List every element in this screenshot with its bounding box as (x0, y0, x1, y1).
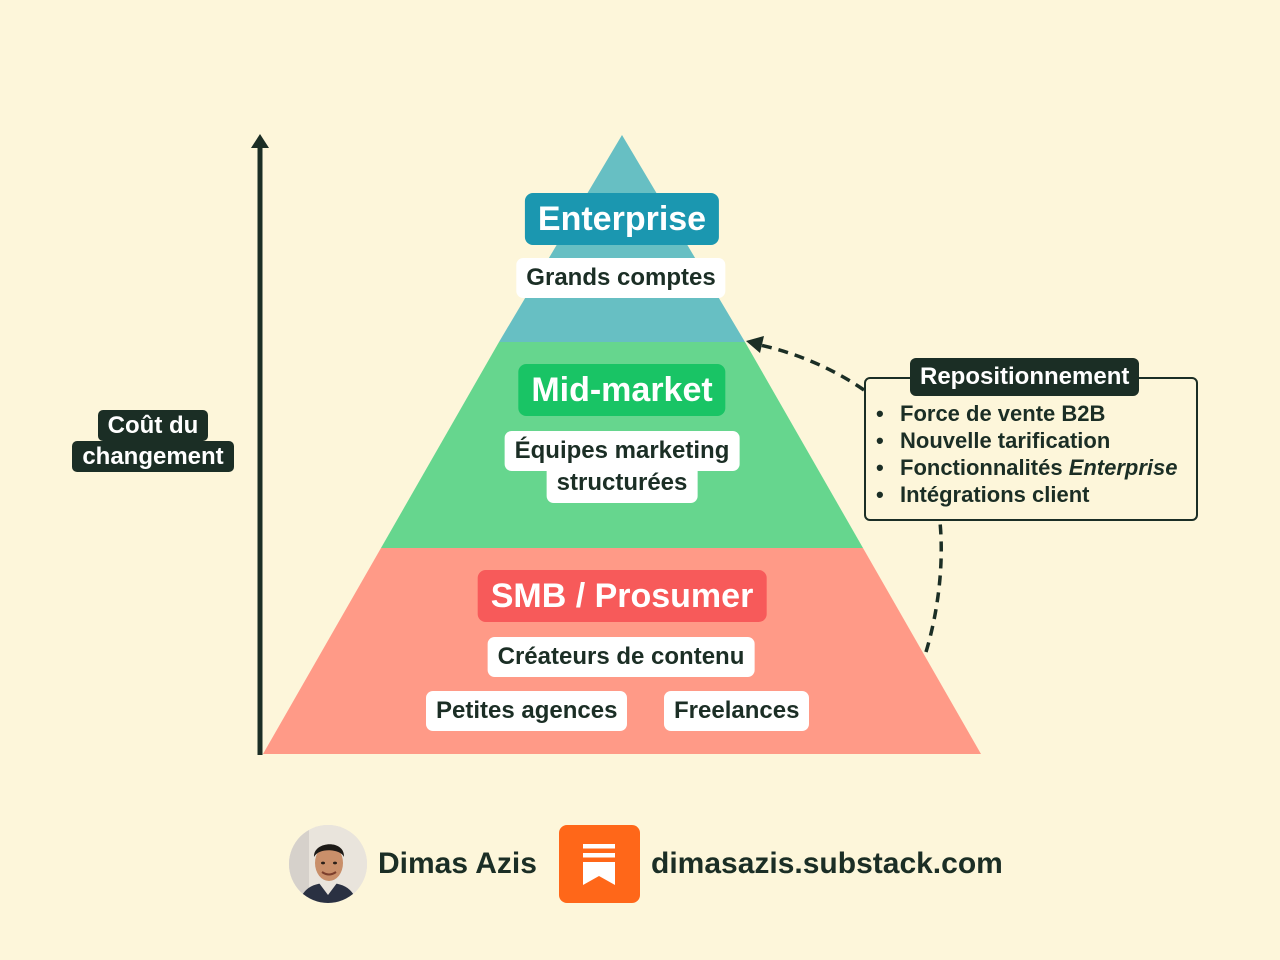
repositioning-path-upper (759, 343, 865, 392)
repositioning-item: •Nouvelle tarification (876, 428, 1111, 453)
author-name: Dimas Azis (378, 847, 537, 880)
mid-market-title: Mid-market (518, 364, 726, 416)
substack-site-link[interactable]: dimasazis.substack.com (651, 847, 1003, 880)
repositioning-list: •Force de vente B2B •Nouvelle tarificati… (876, 400, 1178, 508)
substack-logo-icon (559, 825, 640, 903)
smb-title: SMB / Prosumer (477, 570, 767, 622)
repositioning-title: Repositionnement (910, 358, 1140, 396)
arrow-head-icon (746, 336, 764, 353)
smb-item-petites-agences: Petites agences (426, 691, 628, 731)
enterprise-title: Enterprise (524, 193, 720, 245)
arrow-up-icon (251, 134, 269, 148)
repositioning-item: •Force de vente B2B (876, 401, 1106, 426)
smb-item-freelances: Freelances (664, 691, 810, 731)
cost-axis-label-line1: Coût du (97, 410, 209, 441)
repositioning-path-lower (924, 521, 943, 653)
repositioning-box (864, 377, 1198, 521)
substack-glyph (583, 844, 615, 885)
smb-item-createurs: Créateurs de contenu (487, 637, 755, 677)
mid-market-item-line2: structurées (546, 463, 698, 503)
repositioning-item: •Fonctionnalités Enterprise (876, 455, 1178, 480)
author-avatar (289, 825, 367, 903)
enterprise-item-grands-comptes: Grands comptes (516, 258, 726, 298)
cost-axis-label: Coût du changement (68, 410, 238, 472)
avatar-portrait-icon (289, 825, 367, 903)
cost-axis-label-line2: changement (72, 441, 234, 472)
repositioning-item: •Intégrations client (876, 482, 1090, 507)
